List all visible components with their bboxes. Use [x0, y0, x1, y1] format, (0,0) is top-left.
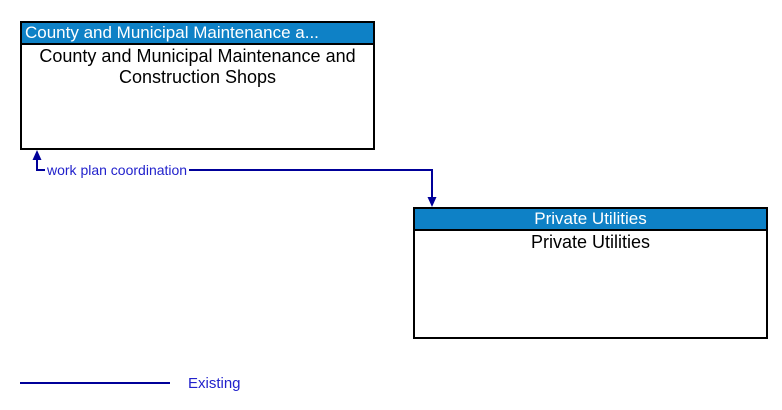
entity-box-county-municipal-shops[interactable]: County and Municipal Maintenance a... Co…: [20, 21, 375, 150]
entity-body-private-utilities: Private Utilities: [415, 231, 766, 253]
legend-label-existing: Existing: [188, 375, 241, 392]
arrowhead-up-icon: [32, 150, 42, 160]
connector-label-work-plan-coordination: work plan coordination: [45, 162, 190, 178]
entity-box-private-utilities[interactable]: Private Utilities Private Utilities: [413, 207, 768, 339]
entity-body-text: County and Municipal Maintenance and Con…: [39, 46, 356, 87]
arrowhead-down-icon: [427, 197, 437, 207]
entity-body-county-municipal-shops: County and Municipal Maintenance and Con…: [22, 45, 373, 88]
entity-header-private-utilities: Private Utilities: [415, 209, 766, 231]
entity-header-county-municipal-shops: County and Municipal Maintenance a...: [22, 23, 373, 45]
entity-body-text: Private Utilities: [530, 232, 651, 252]
